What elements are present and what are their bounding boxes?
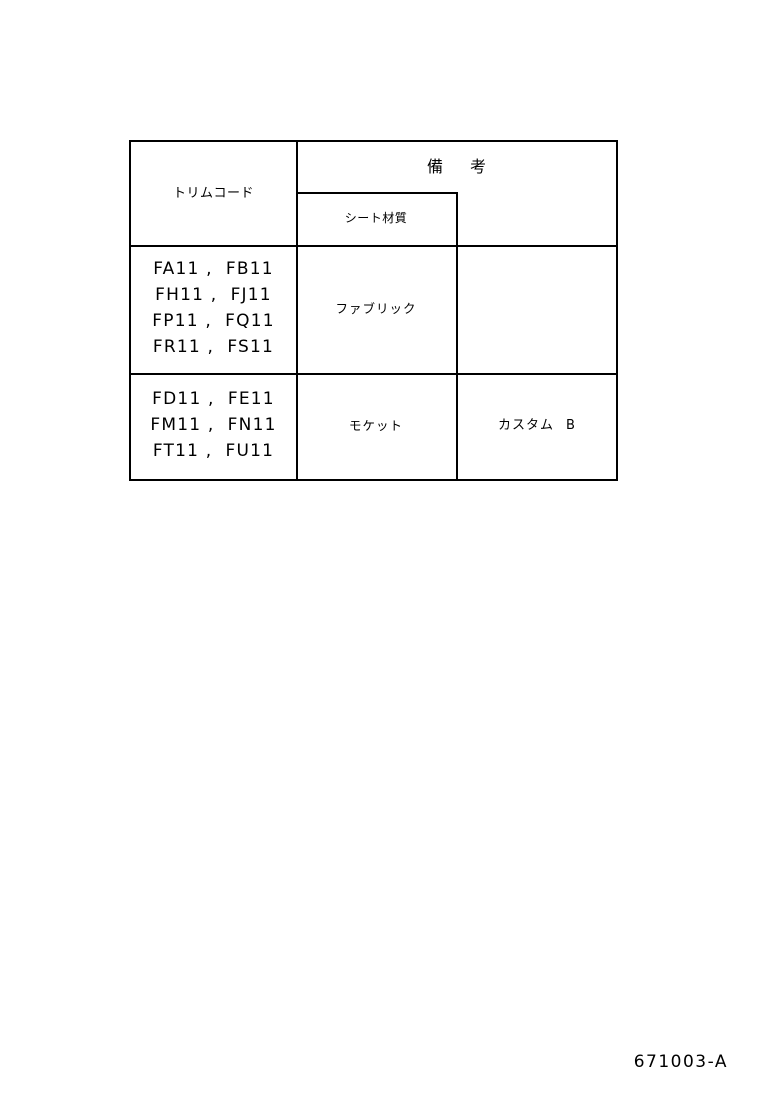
- header-trim-code-label: トリムコード: [172, 185, 254, 201]
- note-value-secondary: B: [566, 418, 576, 434]
- header-remarks-blank-subcolumn: [456, 192, 618, 245]
- trim-code-spec-table: トリムコード 備 考 シート材質 FA11 , FB11 FH11 , FJ11…: [129, 140, 618, 481]
- seat-material-value: ファブリック: [335, 301, 417, 317]
- header-remarks-label-first: 備: [426, 156, 444, 176]
- table-row-2-trim-codes: FD11 , FE11 FM11 , FN11 FT11 , FU11: [131, 373, 296, 479]
- header-trim-code: トリムコード: [131, 142, 296, 245]
- table-row-2-note: カスタム B: [456, 373, 618, 479]
- trim-code-line: FD11 , FE11: [152, 389, 275, 410]
- trim-code-line: FP11 , FQ11: [152, 311, 275, 331]
- header-remarks: 備 考: [296, 142, 618, 192]
- trim-code-line: FA11 , FB11: [153, 259, 274, 280]
- rule-header-body-divider: [131, 245, 618, 247]
- drawing-number: 671003-A: [633, 1052, 728, 1072]
- table-row-1-note: [456, 245, 618, 373]
- trim-code-line: FM11 , FN11: [150, 415, 277, 436]
- rule-subheader-top: [296, 192, 456, 194]
- table-row-1-trim-codes: FA11 , FB11 FH11 , FJ11 FP11 , FQ11 FR11…: [131, 245, 296, 373]
- table-row-1-seat-material: ファブリック: [296, 245, 456, 373]
- rule-col1-divider: [296, 142, 298, 479]
- rule-col2-divider: [456, 192, 458, 479]
- note-value-primary: カスタム: [498, 418, 555, 434]
- trim-code-line: FH11 , FJ11: [155, 285, 272, 306]
- header-remarks-label-second: 考: [470, 156, 488, 176]
- header-seat-material-label: シート材質: [344, 211, 408, 226]
- table-row-2-seat-material: モケット: [296, 373, 456, 479]
- header-seat-material: シート材質: [296, 192, 456, 245]
- trim-code-line: FR11 , FS11: [152, 336, 275, 357]
- trim-code-line: FT11 , FU11: [152, 440, 275, 461]
- rule-row1-row2-divider: [131, 373, 618, 375]
- seat-material-value: モケット: [348, 418, 403, 434]
